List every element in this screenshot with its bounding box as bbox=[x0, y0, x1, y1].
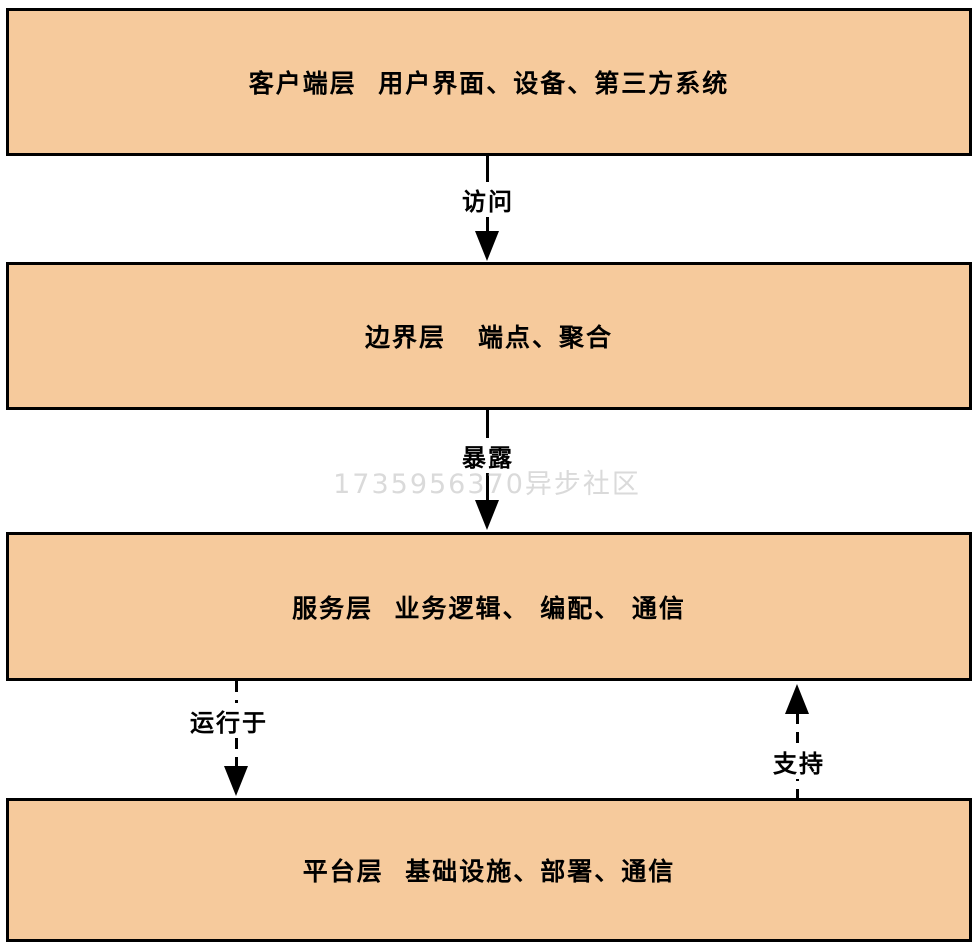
arrowhead-down-access-icon bbox=[475, 231, 499, 261]
arrow-label-expose: 暴露 bbox=[455, 438, 521, 473]
arrow-label-supports: 支持 bbox=[766, 744, 832, 779]
layer-box-platform: 平台层 基础设施、部署、通信 bbox=[6, 798, 972, 942]
arrow-label-access: 访问 bbox=[455, 182, 521, 217]
layer-box-client: 客户端层 用户界面、设备、第三方系统 bbox=[6, 8, 972, 156]
arrowhead-up-supports-icon bbox=[785, 684, 809, 714]
arrowhead-down-runs-on-icon bbox=[224, 766, 248, 796]
layer-box-service: 服务层 业务逻辑、 编配、 通信 bbox=[6, 532, 972, 681]
arrow-label-runs-on: 运行于 bbox=[183, 703, 275, 738]
layer-label-boundary: 边界层 端点、聚合 bbox=[364, 323, 614, 352]
layer-box-boundary: 边界层 端点、聚合 bbox=[6, 262, 972, 410]
layer-label-service: 服务层 业务逻辑、 编配、 通信 bbox=[292, 593, 686, 623]
layer-label-client: 客户端层 用户界面、设备、第三方系统 bbox=[248, 69, 730, 98]
arrowhead-down-expose-icon bbox=[475, 500, 499, 530]
layer-label-platform: 平台层 基础设施、部署、通信 bbox=[302, 857, 676, 886]
